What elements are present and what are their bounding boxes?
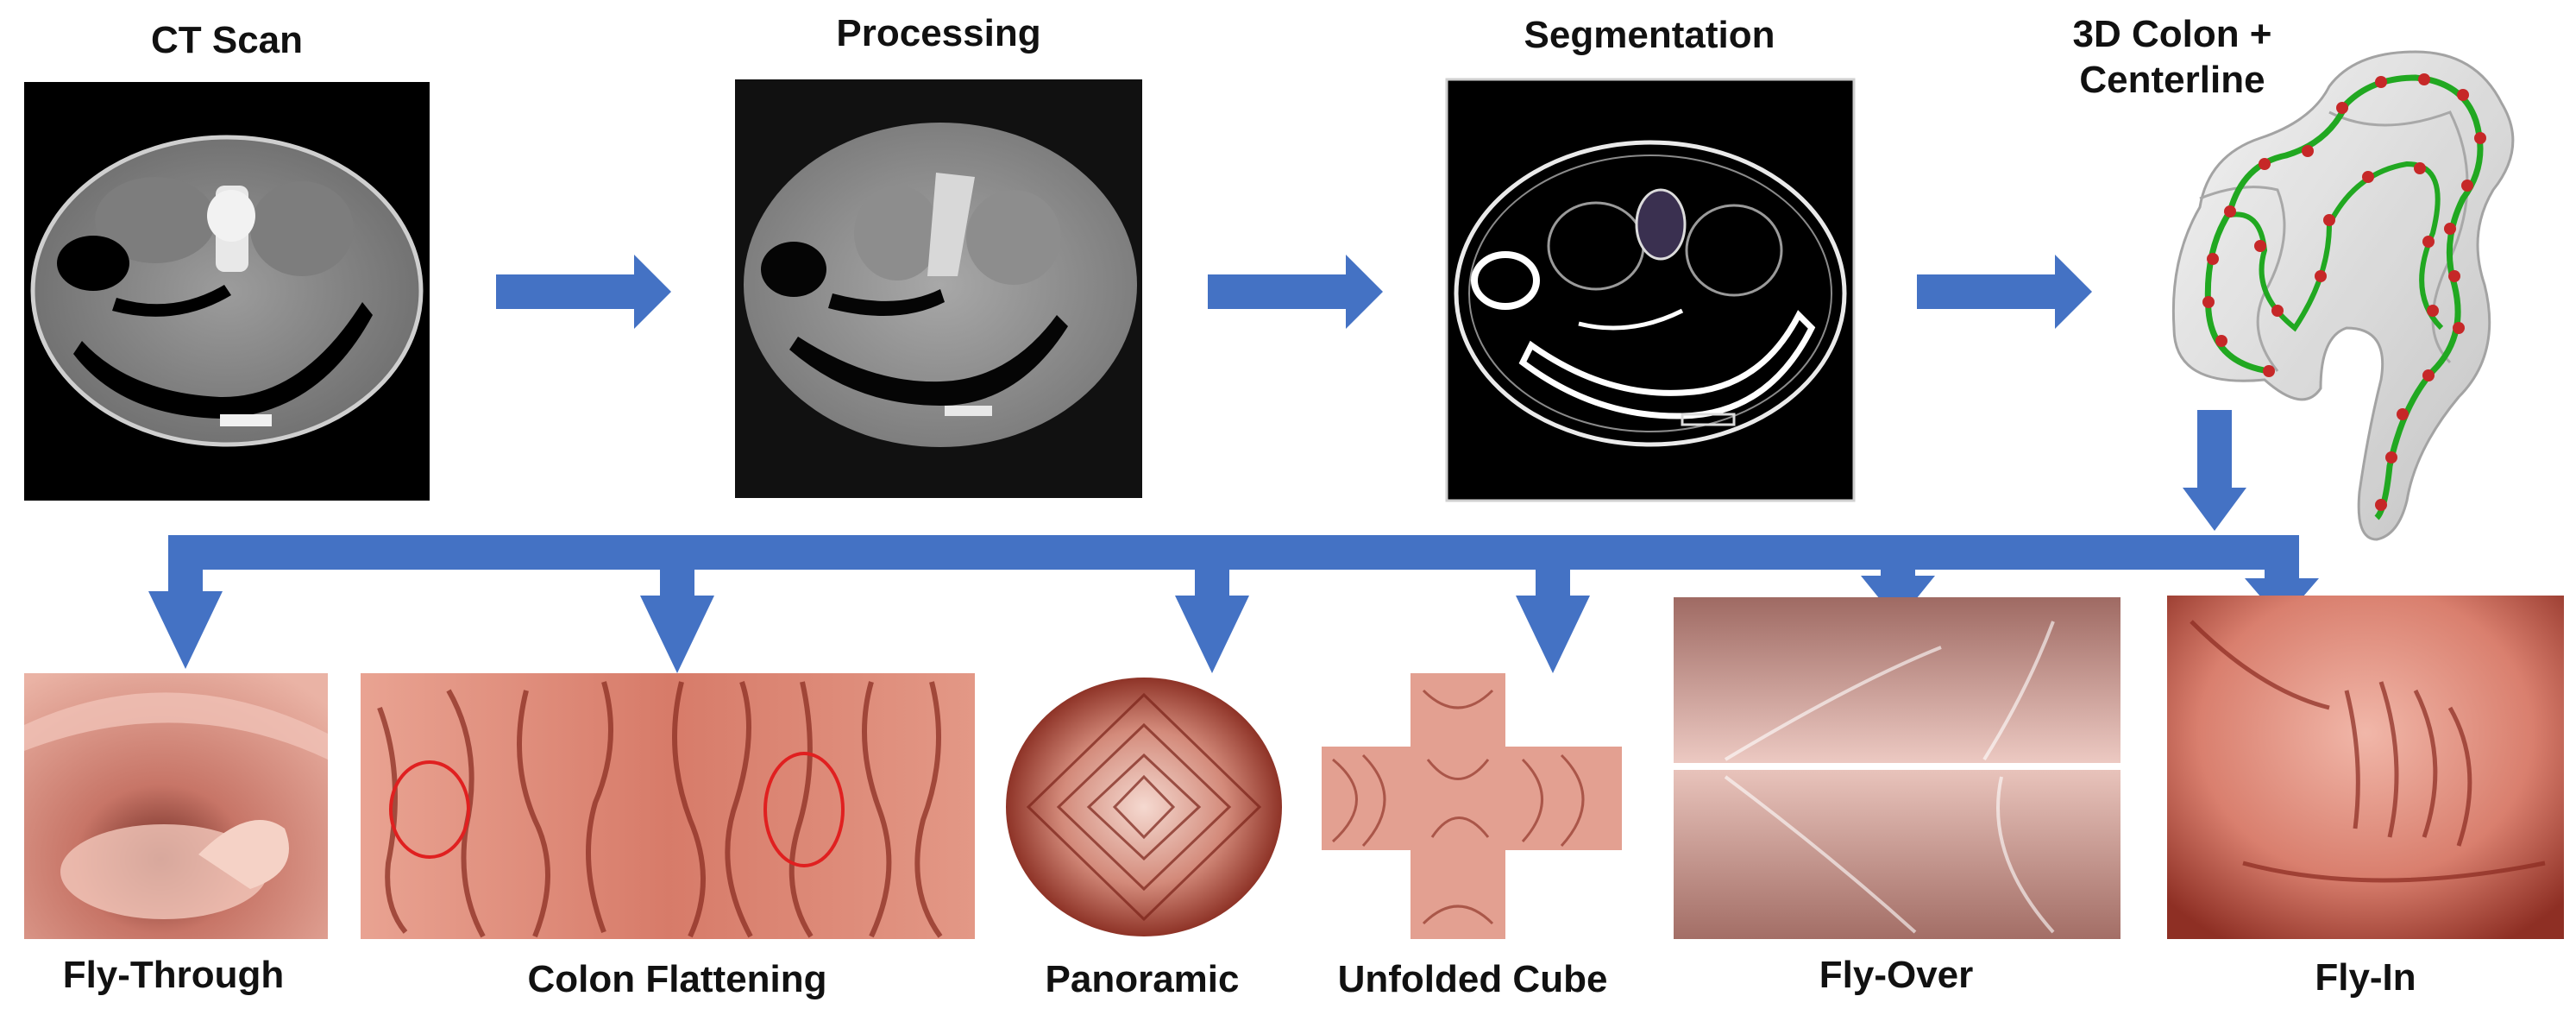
fly-over-label: Fly-Over — [1819, 954, 1974, 996]
processing-label: Processing — [836, 12, 1041, 54]
arrow-segmentation-to-colon — [1917, 255, 2092, 329]
colon-centerline-label-line1: 3D Colon + — [2072, 13, 2272, 55]
ct-scan-label: CT Scan — [150, 19, 304, 61]
fly-through-label: Fly-Through — [62, 954, 285, 996]
colon-3d-model — [2171, 50, 2515, 541]
segmentation-label: Segmentation — [1524, 14, 1775, 56]
arrow-ct-to-processing — [496, 255, 671, 329]
fly-over-image — [1674, 597, 2120, 939]
segmentation-image — [1445, 78, 1856, 502]
arrow-processing-to-segmentation — [1208, 255, 1383, 329]
processing-image — [735, 79, 1142, 498]
unfolded-cube-label: Unfolded Cube — [1337, 958, 1608, 1000]
colon-centerline-label-line2: Centerline — [2079, 58, 2265, 101]
colon-flattening-image — [361, 673, 975, 939]
fly-in-label: Fly-In — [2315, 956, 2416, 999]
panoramic-image — [1006, 678, 1282, 936]
fly-in-image — [2167, 596, 2564, 939]
colon-centerline-label: 3D Colon + Centerline — [2072, 12, 2271, 104]
panoramic-label: Panoramic — [1045, 958, 1240, 1000]
unfolded-cube-image — [1322, 673, 1622, 939]
colon-flattening-label: Colon Flattening — [527, 958, 827, 1000]
ct-scan-image — [24, 82, 430, 501]
fly-through-image — [24, 673, 328, 939]
distribution-bus — [148, 410, 2319, 673]
